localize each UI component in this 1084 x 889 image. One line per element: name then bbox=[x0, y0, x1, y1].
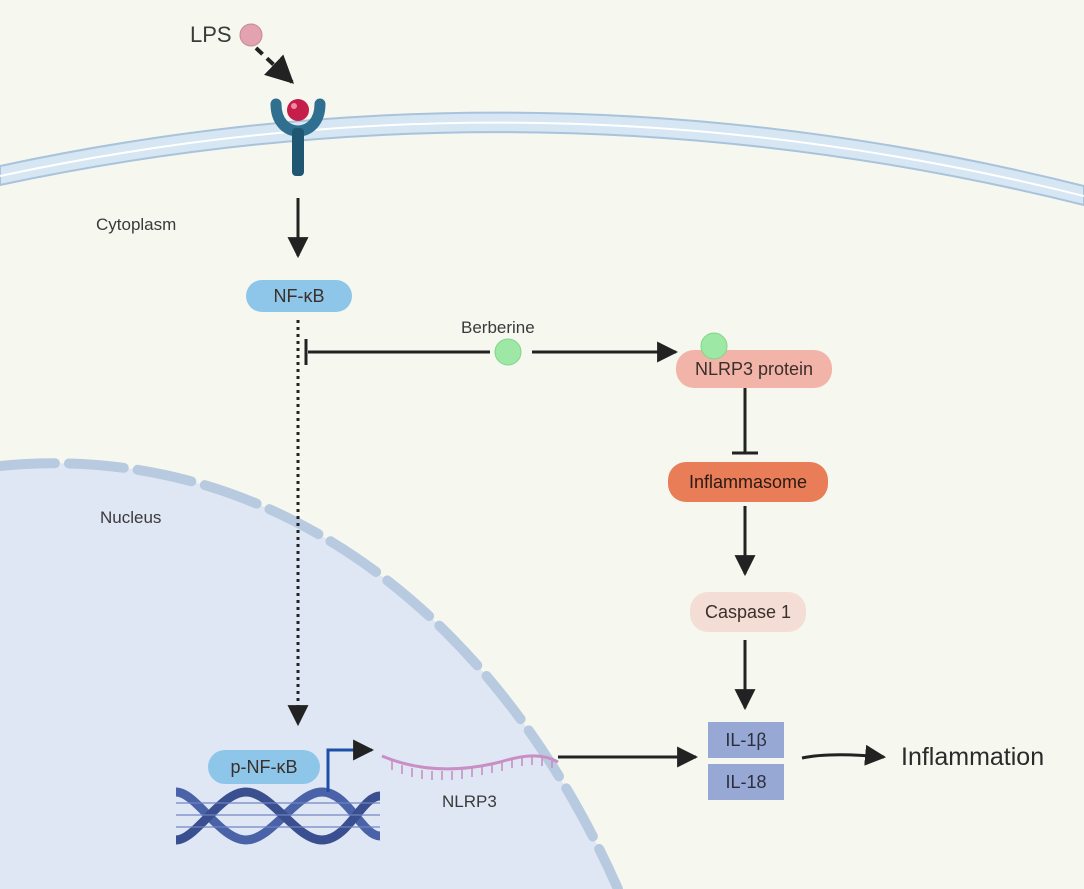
nucleus bbox=[0, 458, 623, 889]
berberine-label: Berberine bbox=[461, 318, 535, 337]
cytoplasm-label: Cytoplasm bbox=[96, 215, 177, 234]
berberine-molecule-icon bbox=[494, 338, 522, 366]
transcription-start-arrow bbox=[326, 739, 375, 792]
lps-molecule-icon bbox=[239, 23, 263, 47]
il-1b-node: IL-1β bbox=[708, 722, 784, 758]
nlrp3-protein-node: NLRP3 protein bbox=[676, 350, 832, 388]
nucleus-label: Nucleus bbox=[100, 508, 162, 527]
lps-binding-arrow bbox=[254, 46, 295, 84]
inflammasome-node: Inflammasome bbox=[668, 462, 828, 502]
inflammation-label: Inflammation bbox=[901, 743, 1045, 771]
berberine-bound-icon bbox=[700, 332, 728, 360]
dna-helix-icon bbox=[175, 787, 381, 845]
mrna-strand-icon bbox=[381, 754, 559, 780]
nfkb-node: NF-κB bbox=[246, 280, 352, 312]
cell-membrane bbox=[0, 111, 1084, 207]
p-nfkb-node: p-NF-κB bbox=[208, 750, 320, 784]
lps-label: LPS bbox=[190, 22, 232, 47]
caspase-1-node: Caspase 1 bbox=[690, 592, 806, 632]
il-18-node: IL-18 bbox=[708, 764, 784, 800]
tlr4-receptor-icon bbox=[270, 98, 326, 176]
nlrp3-gene-label: NLRP3 bbox=[442, 792, 497, 811]
cytokines-to-inflammation-arrow bbox=[801, 744, 887, 766]
